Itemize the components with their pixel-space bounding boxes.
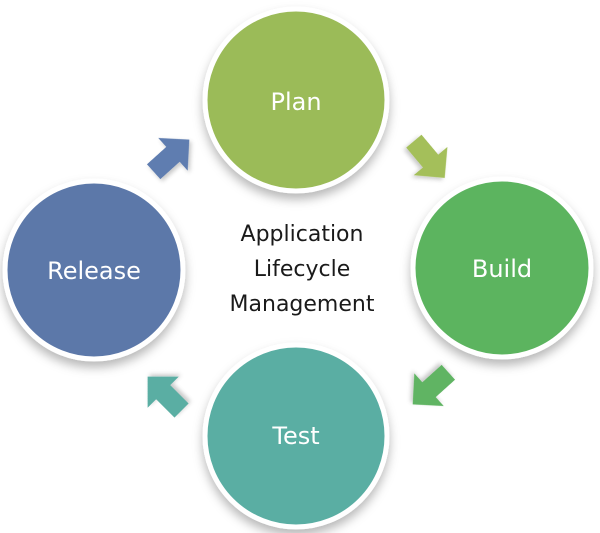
release-circle <box>2 178 186 362</box>
node-test <box>202 342 390 530</box>
center-title-line-3: Management <box>230 292 375 317</box>
plan-circle <box>202 6 390 194</box>
build-circle <box>410 176 594 360</box>
arrow-plan-to-build <box>406 134 448 178</box>
arrow-shape <box>146 137 190 180</box>
arrow-release-to-plan <box>146 137 190 180</box>
center-title: Application Lifecycle Management <box>230 222 375 317</box>
arrow-shape <box>406 134 448 178</box>
node-label-build: Build <box>472 255 532 283</box>
node-build <box>410 176 594 360</box>
arrow-shape <box>412 364 456 407</box>
node-label-release: Release <box>47 257 141 285</box>
node-plan <box>202 6 390 194</box>
arrow-build-to-test <box>412 364 456 407</box>
center-title-line-2: Lifecycle <box>254 257 351 282</box>
center-title-line-1: Application <box>241 222 364 247</box>
test-circle <box>202 342 390 530</box>
arrow-shape <box>147 376 189 418</box>
arrow-test-to-release <box>147 376 189 418</box>
node-label-test: Test <box>271 422 319 450</box>
node-label-plan: Plan <box>270 88 321 116</box>
node-release <box>2 178 186 362</box>
